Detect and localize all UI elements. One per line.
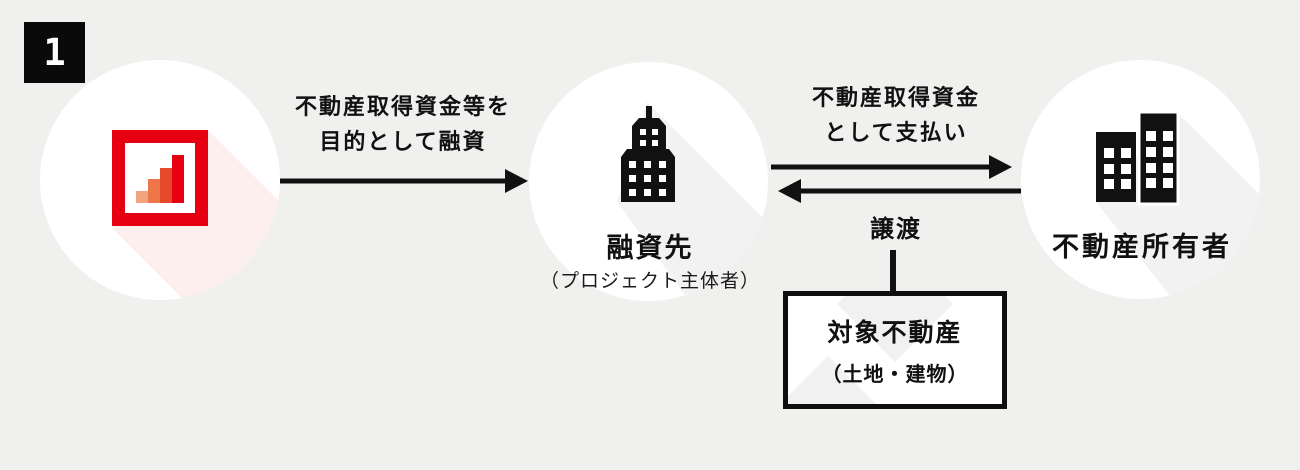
company-node	[40, 60, 280, 300]
bar-chart-logo-icon	[112, 130, 280, 300]
asset-box-subtitle: （土地・建物）	[821, 364, 969, 386]
loan-flow-label: 不動産取得資金等を 目的として融資	[295, 89, 511, 159]
borrower-node	[529, 62, 768, 301]
owner-label: 不動産所有者	[1052, 232, 1232, 262]
loan-arrowhead-icon	[505, 169, 528, 193]
asset-box-shadow-decoration	[788, 296, 953, 404]
borrower-label: 融資先	[606, 233, 694, 263]
payment-flow-label-line1: 不動産取得資金	[811, 85, 981, 110]
office-building-icon	[617, 102, 768, 301]
transfer-arrow	[778, 179, 1021, 203]
payment-arrow	[771, 155, 1012, 179]
logo-frame	[112, 130, 208, 226]
asset-box: 対象不動産 （土地・建物）	[783, 291, 1007, 409]
payment-flow-label: 不動産取得資金 として支払い	[812, 80, 980, 150]
logo-bar-2	[148, 179, 160, 203]
owner-node	[1021, 60, 1260, 299]
asset-box-title: 対象不動産	[827, 319, 963, 347]
twin-buildings-icon	[1096, 110, 1260, 299]
logo-bar-1	[136, 191, 148, 203]
loan-flow-label-line1: 不動産取得資金等を	[294, 94, 512, 119]
logo-bar-4	[172, 155, 184, 203]
step-number: 1	[43, 31, 66, 74]
borrower-sublabel: （プロジェクト主体者）	[539, 271, 761, 292]
payment-arrowhead-icon	[989, 155, 1012, 179]
loan-flow-label-line2: 目的として融資	[319, 129, 487, 154]
loan-arrow	[280, 169, 528, 193]
payment-flow-label-line2: として支払い	[824, 120, 968, 145]
step-number-badge: 1	[24, 22, 85, 83]
transfer-arrowhead-icon	[778, 179, 801, 203]
transfer-flow-label: 譲渡	[870, 216, 922, 243]
logo-bar-3	[160, 168, 172, 203]
